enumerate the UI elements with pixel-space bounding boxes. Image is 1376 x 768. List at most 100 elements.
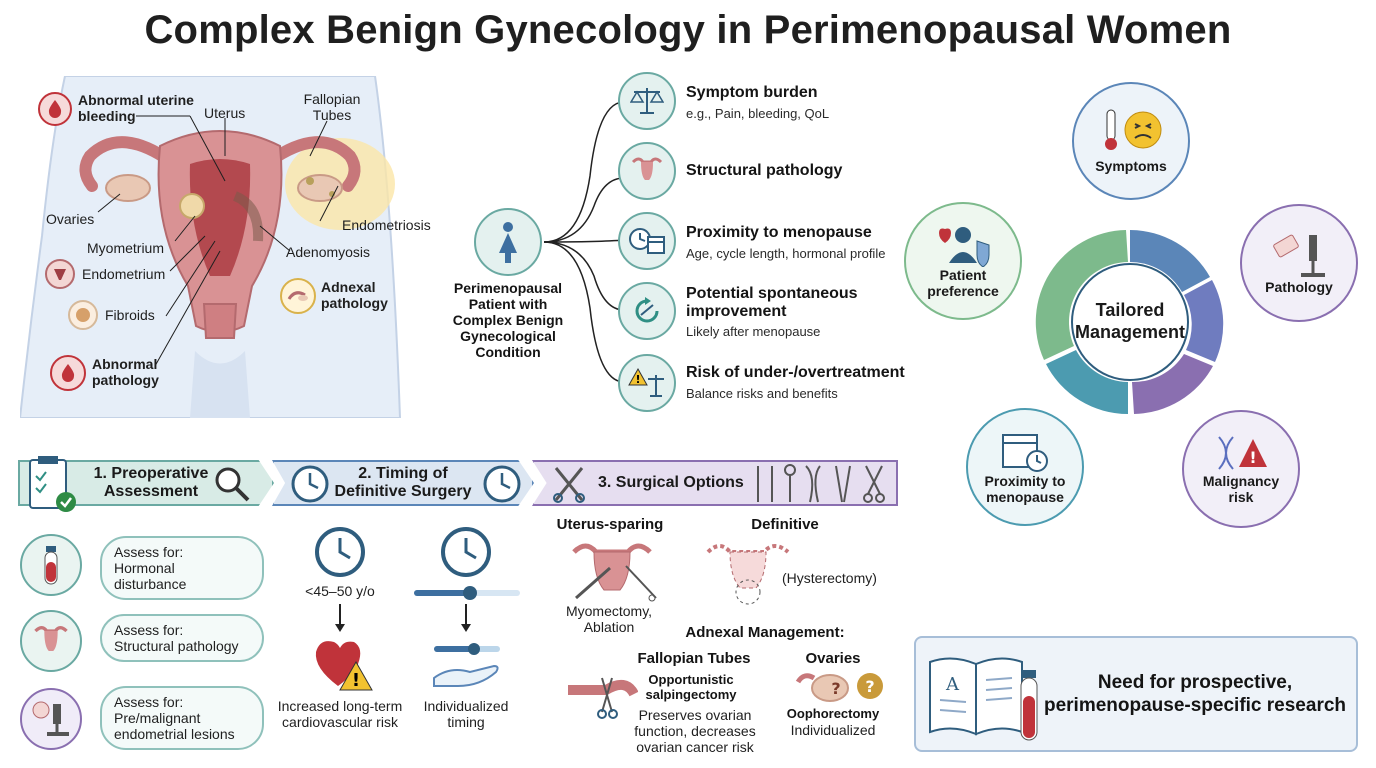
factor-title: Potential spontaneous improvement [686,285,858,320]
clipboard-icon [24,454,80,519]
factor-sub: Likely after menopause [686,324,821,340]
ooph-desc: Individualized [790,722,876,738]
anatomy-illustration [20,76,402,418]
factor-sub: Balance risks and benefits [686,385,838,401]
label-uterus: Uterus [204,105,246,121]
patient-label: Perimenopausal Patient with Complex Beni… [452,280,564,361]
bubble-label: Symptoms [1095,157,1167,174]
step2-label: 2. Timing of Definitive Surgery [334,464,472,500]
magnifier-icon [212,464,252,509]
ovary-question-icon: ?? [794,668,886,709]
svg-text:!: ! [1249,448,1256,467]
uterus-sparing-title: Uterus-sparing [556,516,664,533]
uterus-sparing-desc: Myomectomy, Ablation [565,603,653,636]
factor-sub: Age, cycle length, hormonal profile [686,245,886,261]
clock-icon [482,464,522,509]
definitive-title: Definitive [751,516,819,533]
factor-title: Symptom burden [686,84,818,101]
microscope-icon [20,688,82,750]
fibroid-icon [68,300,98,330]
timing-slider [414,586,520,605]
svg-text:!: ! [635,373,640,386]
factor-title: Proximity to menopause [686,224,872,241]
label-endometrium: Endometrium [82,266,166,282]
arrow-down-icon [460,604,472,637]
bubble-label: Patient preference [927,266,999,299]
clock-calendar-icon [618,212,676,270]
heart-warning-icon: ! [312,634,374,697]
tube-scissors-icon [566,668,639,725]
patient-icon-circle [474,208,542,276]
bubble-label: Proximity to menopause [984,472,1066,505]
salp-desc: Preserves ovarian function, decreases ov… [634,707,756,756]
assessment-item: Hormonal disturbance [114,560,187,593]
assessment-prefix: Assess for: [114,694,184,710]
bubble-symptoms: Symptoms [1072,82,1190,200]
dna-warning-icon: ! [1218,436,1267,470]
patient-icon [499,222,517,263]
label-abnormal-pathology: Abnormal pathology [92,356,159,389]
ovaries-title: Ovaries [805,650,861,667]
assessment-prefix: Assess for: [114,544,184,560]
timing-individual: Individualized timing [423,698,509,731]
timing-age: <45–50 y/o [305,583,375,599]
factor-title: Risk of under-/overtreatment [686,364,905,381]
uterus-outline-icon [702,538,794,611]
assessment-bubble: Assess for: Structural pathology [100,614,264,663]
bubble-label: Malignancy risk [1202,472,1280,505]
bubble-label: Pathology [1265,278,1333,295]
label-endometriosis: Endometriosis [342,217,431,233]
bubble-proximity: Proximity to menopause [966,408,1084,526]
label-adenomyosis: Adenomyosis [286,244,371,260]
step-surgical-banner: 3. Surgical Options [532,460,898,506]
scale-icon [618,72,676,130]
bubble-malignancy: ! Malignancy risk [1182,410,1300,528]
clock-icon [440,526,492,583]
assessment-item: Structural pathology [114,638,239,655]
arrow-down-icon [334,604,346,637]
tubes-title: Fallopian Tubes [637,650,751,667]
assessment-bubble: Assess for: Pre/malignant endometrial le… [100,686,264,751]
cycle-center-label: Tailored Management [1074,300,1186,342]
svg-text:?: ? [831,679,840,698]
adnexal-title: Adnexal Management: [685,624,845,641]
factor-sub: e.g., Pain, bleeding, QoL [686,105,830,121]
hand-slider-icon [430,642,504,695]
blood-drop-icon [50,355,86,391]
label-myometrium: Myometrium [87,240,165,256]
label-fallopian-tubes: Fallopian Tubes [303,91,361,124]
label-adnexal-pathology: Adnexal pathology [321,279,388,312]
page-title: Complex Benign Gynecology in Perimenopau… [144,8,1232,52]
thermometer-face-icon [1105,109,1162,150]
clock-icon [290,464,330,509]
calendar-clock-icon [1002,433,1048,472]
uterus-icon [618,142,676,200]
blood-drop-icon [38,92,72,126]
clock-icon [314,526,366,583]
label-fibroids: Fibroids [105,307,155,323]
step1-label: 1. Preoperative Assessment [93,464,209,500]
microscope-icon [1273,234,1325,277]
endometrium-icon [45,259,75,289]
patient-shield-icon [939,226,990,267]
factor-title: Structural pathology [686,162,843,179]
svg-text:?: ? [865,677,874,696]
timing-risk: Increased long-term cardiovascular risk [277,698,403,731]
svg-text:!: ! [352,670,360,691]
book-tube-icon: A [926,650,1044,747]
blood-tube-icon [20,534,82,596]
adnexal-icon [280,278,316,314]
label-ovaries: Ovaries [46,211,95,227]
step3-label: 3. Surgical Options [598,473,744,491]
label-abnormal-uterine-bleeding: Abnormal uterine bleeding [78,92,194,125]
bubble-pathology: Pathology [1240,204,1358,322]
svg-text:A: A [945,674,960,695]
bubble-patient-preference: Patient preference [904,202,1022,320]
warning-scale-icon: ! [618,354,676,412]
scissors-scalpel-icon [552,464,588,509]
salp-title: Opportunistic salpingectomy [645,672,737,702]
definitive-desc: (Hysterectomy) [782,570,877,586]
management-cycle-ring [1035,230,1224,415]
assessment-prefix: Assess for: [114,622,184,638]
ooph-title: Oophorectomy [786,706,880,721]
